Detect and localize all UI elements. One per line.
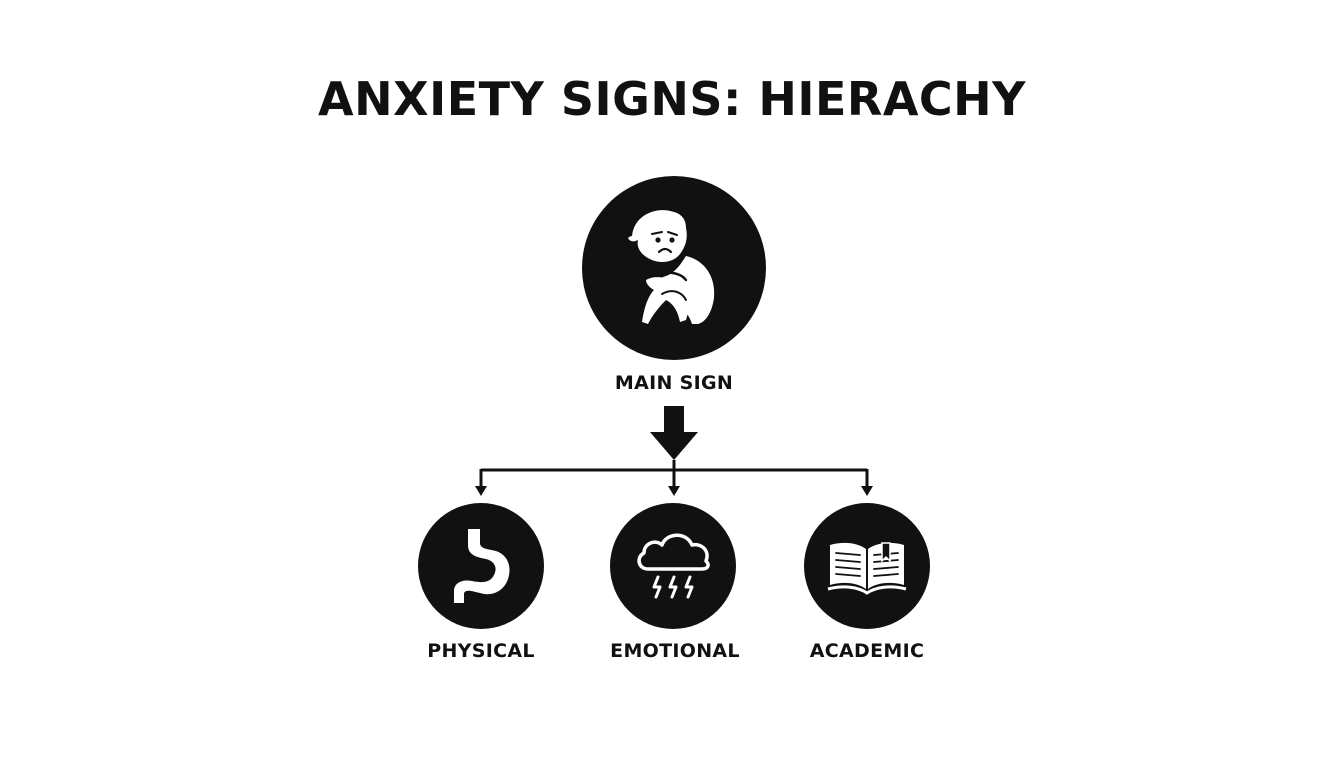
- branch-arrow-emotional: [668, 486, 680, 496]
- anxious-child-icon: [628, 210, 715, 324]
- physical-label: PHYSICAL: [427, 640, 535, 662]
- academic-node: [804, 503, 930, 629]
- emotional-node: [610, 503, 736, 629]
- storm-cloud-icon: [637, 533, 710, 599]
- diagram-title: ANXIETY SIGNS: HIERACHY: [318, 72, 1026, 126]
- branch-arrow-physical: [475, 486, 487, 496]
- stomach-icon: [454, 529, 510, 603]
- main-sign-label: MAIN SIGN: [614, 372, 734, 394]
- branch-arrow-academic: [861, 486, 873, 496]
- academic-label: ACADEMIC: [809, 640, 925, 662]
- main-sign-node: [582, 176, 766, 360]
- main-down-arrow: [650, 406, 698, 460]
- physical-node: [418, 503, 544, 629]
- open-book-icon: [827, 542, 907, 595]
- emotional-label: EMOTIONAL: [610, 640, 740, 662]
